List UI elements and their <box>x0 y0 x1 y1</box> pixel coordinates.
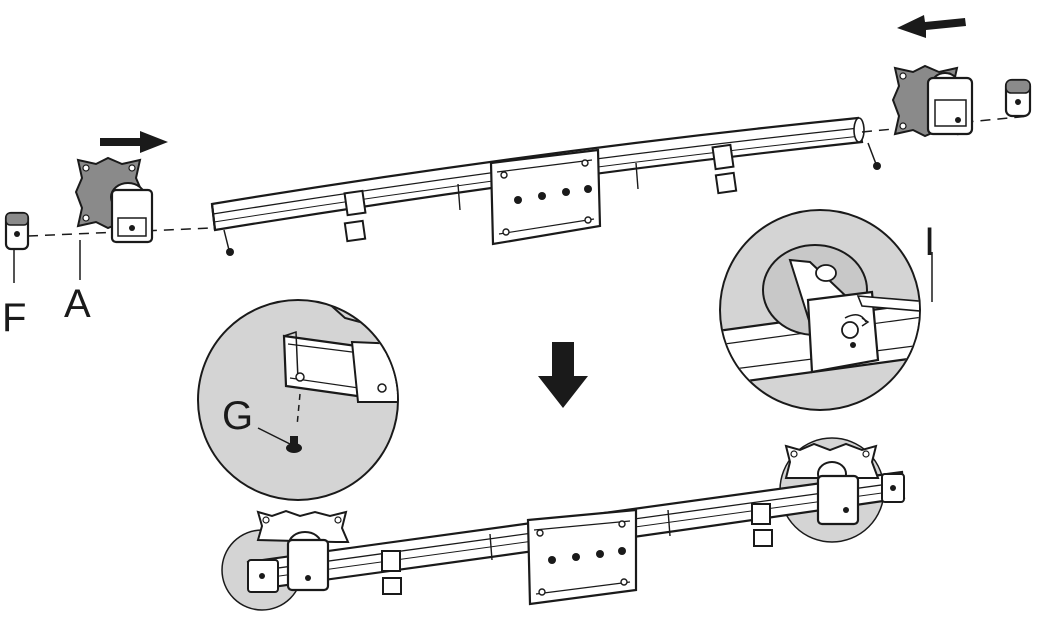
bottom-center-mount-plate <box>526 508 638 606</box>
label-i: I <box>924 220 936 264</box>
label-a: A <box>64 282 91 326</box>
bottom-vesa-right <box>784 442 880 526</box>
bottom-vesa-left <box>256 509 350 592</box>
detail-screw-zoom <box>197 299 399 501</box>
right-screw-icon <box>873 162 881 170</box>
end-cap-right <box>1004 78 1032 118</box>
top-center-mount-plate <box>489 148 602 246</box>
vesa-plate-left <box>75 157 154 244</box>
label-g: G <box>222 394 254 438</box>
left-screw-icon <box>226 248 234 256</box>
detail-hexkey-zoom <box>719 209 921 411</box>
arrow-down-icon <box>538 342 588 408</box>
arrow-left-icon <box>897 15 966 38</box>
end-cap-left <box>4 211 30 251</box>
bottom-sleeve-clamps <box>381 503 773 595</box>
top-sleeve-clamp-left <box>343 189 367 243</box>
top-sleeve-clamp-right <box>711 143 738 195</box>
label-f: F <box>2 296 27 340</box>
arrow-right-icon <box>100 131 168 153</box>
vesa-plate-right <box>892 65 974 137</box>
